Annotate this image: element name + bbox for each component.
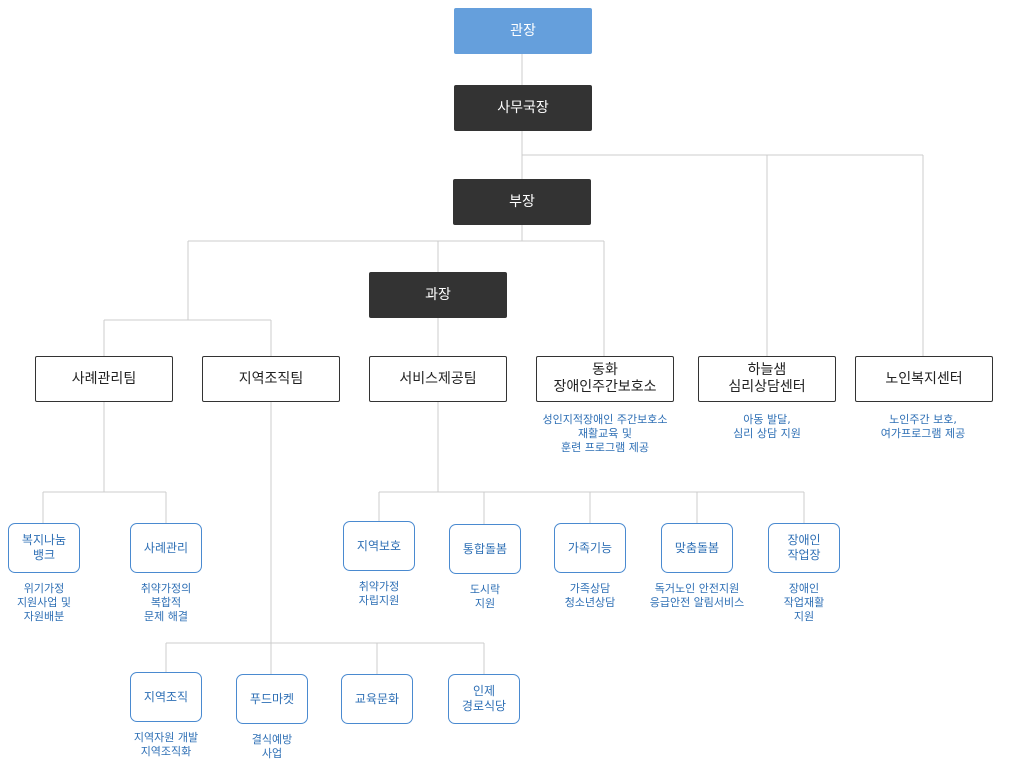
note-family-function: 가족상담 청소년상담 <box>564 582 616 609</box>
note-community-protection: 취약가정 자립지원 <box>358 580 400 607</box>
team-service-provision: 서비스제공팀 <box>369 356 507 402</box>
note-haneulsaem-center: 아동 발달, 심리 상담 지원 <box>733 413 801 440</box>
note-welfare-bank: 위기가정 지원사업 및 자원배분 <box>16 582 72 623</box>
team-haneulsaem-center: 하늘샘 심리상담센터 <box>698 356 836 402</box>
note-case-management: 취약가정의 복합적 문제 해결 <box>140 582 192 623</box>
note-disabled-workshop: 장애인 작업재활 지원 <box>783 582 825 623</box>
team-case-management: 사례관리팀 <box>35 356 173 402</box>
director-box: 관장 <box>454 8 592 54</box>
service-welfare-bank: 복지나눔 뱅크 <box>8 523 80 573</box>
service-case-management: 사례관리 <box>130 523 202 573</box>
service-customized-care: 맞춤돌봄 <box>661 523 733 573</box>
service-community-organizing: 지역조직 <box>130 672 202 722</box>
team-senior-center: 노인복지센터 <box>855 356 993 402</box>
section-chief-box: 과장 <box>369 272 507 318</box>
note-food-market: 결식예방 사업 <box>251 733 293 760</box>
secretary-general-box: 사무국장 <box>454 85 592 131</box>
service-community-protection: 지역보호 <box>343 521 415 571</box>
service-inje-senior-dining: 인제 경로식당 <box>448 674 520 724</box>
note-customized-care: 독거노인 안전지원 응급안전 알림서비스 <box>649 582 745 609</box>
service-education-culture: 교육문화 <box>341 674 413 724</box>
service-food-market: 푸드마켓 <box>236 674 308 724</box>
note-community-organizing: 지역자원 개발 지역조직화 <box>133 731 199 758</box>
note-donghwa-center: 성인지적장애인 주간보호소 재활교육 및 훈련 프로그램 제공 <box>542 413 668 454</box>
manager-box: 부장 <box>453 179 591 225</box>
service-disabled-workshop: 장애인 작업장 <box>768 523 840 573</box>
team-donghwa-center: 동화 장애인주간보호소 <box>536 356 674 402</box>
service-family-function: 가족기능 <box>554 523 626 573</box>
note-senior-center: 노인주간 보호, 여가프로그램 제공 <box>880 413 966 440</box>
note-integrated-care: 도시락 지원 <box>469 583 501 610</box>
service-integrated-care: 통합돌봄 <box>449 524 521 574</box>
team-community-org: 지역조직팀 <box>202 356 340 402</box>
